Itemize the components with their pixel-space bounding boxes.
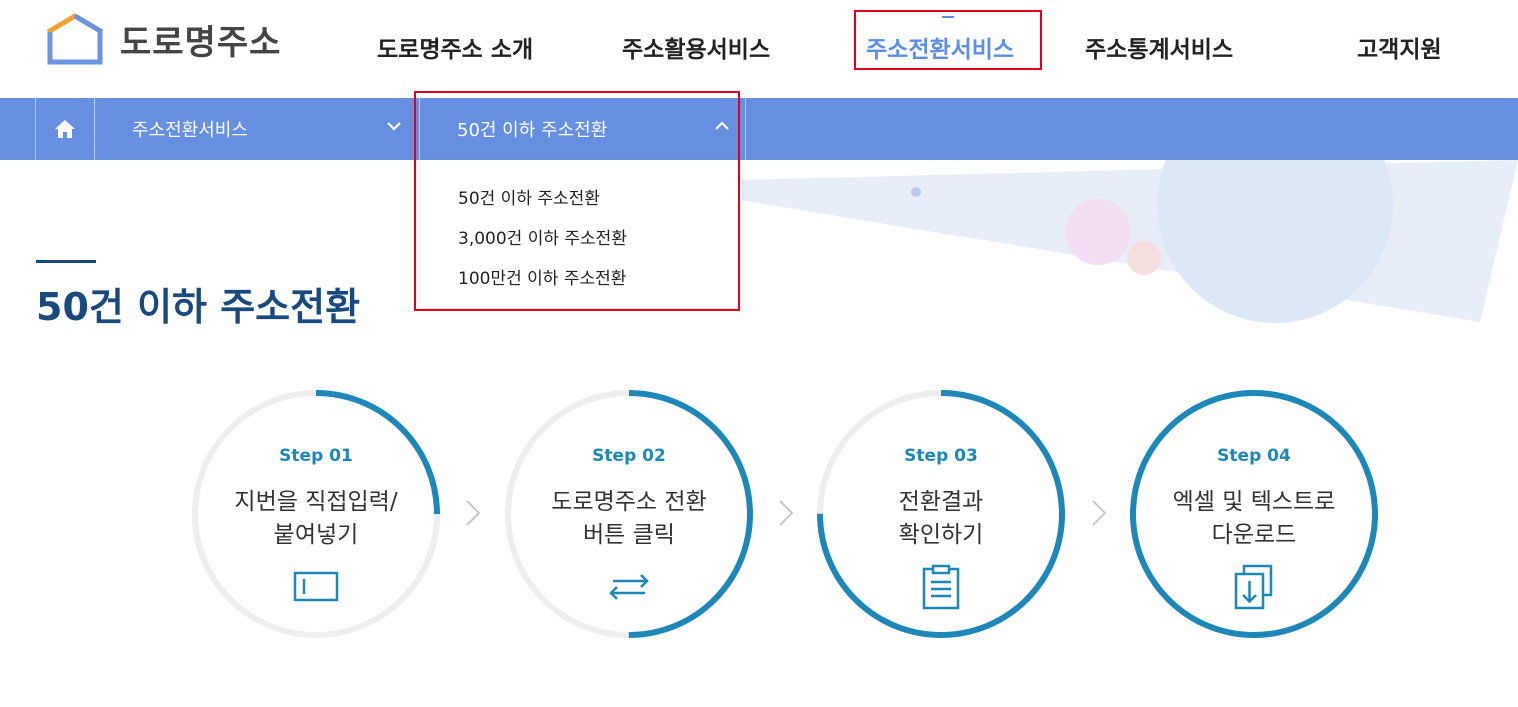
chevron-right-icon — [779, 500, 794, 526]
download-icon — [1234, 564, 1273, 610]
step-description: 도로명주소 전환 버튼 클릭 — [503, 486, 755, 552]
nav-usage-service[interactable]: 주소활용서비스 — [622, 37, 771, 63]
home-icon — [55, 120, 75, 138]
breadcrumb-dropdown-menu: 50건 이하 주소전환 3,000건 이하 주소전환 100만건 이하 주소전환 — [420, 160, 742, 308]
step-description: 엑셀 및 텍스트로 다운로드 — [1128, 486, 1380, 552]
divider — [94, 98, 95, 160]
chevron-right-icon — [1092, 500, 1107, 526]
step-text-line2: 버튼 클릭 — [583, 522, 675, 548]
location-bar: 주소전환서비스 50건 이하 주소전환 — [0, 98, 1518, 160]
page-title: 50건 이하 주소전환 — [36, 285, 361, 329]
site-header: 도로명주소 도로명주소 소개 주소활용서비스 주소전환서비스 주소통계서비스 고… — [0, 0, 1518, 98]
nav-intro[interactable]: 도로명주소 소개 — [377, 37, 534, 63]
breadcrumb-level1[interactable]: 주소전환서비스 — [95, 98, 419, 160]
step-number: Step 01 — [279, 446, 353, 466]
step-number: Step 02 — [592, 446, 666, 466]
highlight-box-nav — [854, 10, 1042, 70]
divider — [745, 98, 746, 160]
breadcrumb-level1-label: 주소전환서비스 — [132, 120, 248, 141]
step-number: Step 03 — [904, 446, 978, 466]
logo-text: 도로명주소 — [120, 22, 282, 63]
step-text-line1: 지번을 직접입력/ — [234, 489, 398, 515]
nav-customer-support[interactable]: 고객지원 — [1357, 37, 1442, 63]
step-description: 지번을 직접입력/ 붙여넣기 — [190, 486, 442, 552]
progress-ring — [1130, 390, 1378, 638]
dropdown-item-3000[interactable]: 3,000건 이하 주소전환 — [458, 229, 627, 249]
chevron-up-icon — [715, 121, 729, 130]
step-text-line2: 다운로드 — [1211, 522, 1297, 548]
step-card-1: Step 01 지번을 직접입력/ 붙여넣기 — [190, 388, 442, 640]
site-logo[interactable]: 도로명주소 — [44, 12, 281, 66]
dropdown-item-50[interactable]: 50건 이하 주소전환 — [458, 189, 600, 209]
divider — [35, 98, 36, 160]
highlight-box-dropdown — [414, 91, 740, 311]
decorative-background — [740, 160, 1518, 330]
step-card-3: Step 03 전환결과 확인하기 — [815, 388, 1067, 640]
divider — [419, 98, 420, 160]
step-card-2: Step 02 도로명주소 전환 버튼 클릭 — [503, 388, 755, 640]
title-accent-line — [36, 260, 96, 263]
progress-ring — [817, 390, 1065, 638]
breadcrumb-level2-label: 50건 이하 주소전환 — [457, 120, 608, 141]
chevron-down-icon — [387, 122, 401, 131]
chevron-right-icon — [466, 500, 481, 526]
step-description: 전환결과 확인하기 — [815, 486, 1067, 552]
nav-conversion-service[interactable]: 주소전환서비스 — [866, 37, 1015, 63]
step-text-line2: 확인하기 — [898, 522, 984, 548]
active-indicator — [942, 16, 954, 18]
convert-arrows-icon — [609, 574, 649, 600]
breadcrumb-level2[interactable]: 50건 이하 주소전환 — [420, 98, 745, 160]
step-text-line1: 전환결과 — [898, 489, 984, 515]
progress-ring — [505, 390, 753, 638]
step-card-4: Step 04 엑셀 및 텍스트로 다운로드 — [1128, 388, 1380, 640]
home-button[interactable] — [36, 98, 94, 160]
progress-ring — [192, 390, 440, 638]
step-text-line2: 붙여넣기 — [273, 522, 359, 548]
step-number: Step 04 — [1217, 446, 1291, 466]
input-box-icon — [293, 571, 339, 602]
house-logo-icon — [46, 13, 104, 65]
nav-statistics-service[interactable]: 주소통계서비스 — [1085, 37, 1234, 63]
step-text-line1: 도로명주소 전환 — [551, 489, 707, 515]
step-text-line1: 엑셀 및 텍스트로 — [1172, 489, 1336, 515]
clipboard-icon — [922, 564, 960, 610]
dropdown-item-1000000[interactable]: 100만건 이하 주소전환 — [458, 269, 627, 289]
